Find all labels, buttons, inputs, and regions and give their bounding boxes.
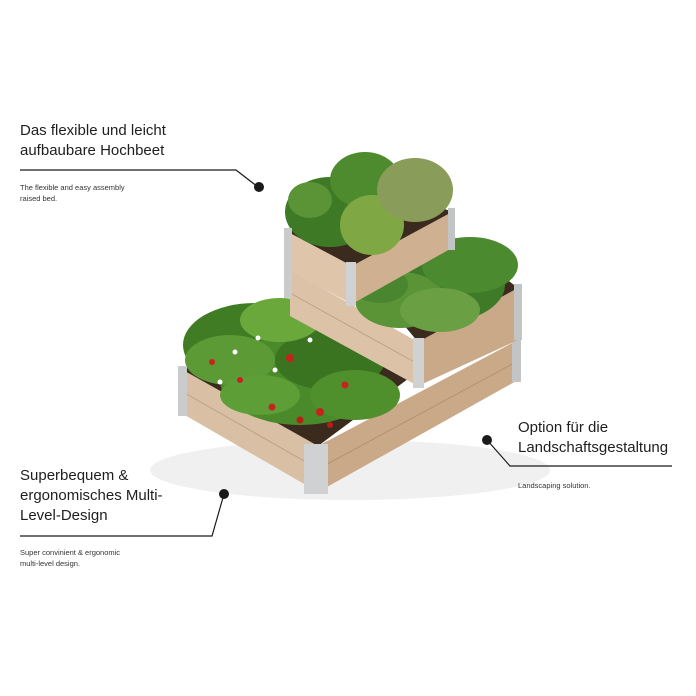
callout-sub-line: The flexible and easy assembly <box>20 183 125 192</box>
bed-top-left-panel <box>288 232 352 304</box>
callout-sub-line: Landscaping solution. <box>518 481 591 490</box>
herb-plants-top <box>285 152 453 255</box>
corner-bracket <box>178 366 187 416</box>
callout-title-line: Option für die <box>518 419 609 436</box>
callout-title-landscaping: Option für die Landschaftsgestaltung <box>518 418 668 458</box>
callout-sub-line: raised bed. <box>20 194 58 203</box>
callout-sub-line: multi-level design. <box>20 559 81 568</box>
callout-sub-line: Super convinient & ergonomic <box>20 548 121 557</box>
bed-low-front-panel <box>318 340 518 492</box>
callout-sub-landscaping: Landscaping solution. <box>518 480 591 491</box>
corner-bracket <box>346 262 356 306</box>
callout-line-top-left <box>20 169 264 192</box>
callout-title-line: Superbequem & <box>20 467 129 484</box>
callout-title-line: aufbaubare Hochbeet <box>20 142 165 159</box>
corner-bracket <box>284 228 292 298</box>
corner-bracket <box>304 444 328 494</box>
callout-title-line: Landschaftsgestaltung <box>518 439 669 456</box>
corner-bracket <box>514 284 522 340</box>
callout-title-line: Level-Design <box>20 507 108 524</box>
callout-line-bottom-left <box>20 489 229 537</box>
callout-title-flexible: Das flexible und leicht aufbaubare Hochb… <box>20 121 166 161</box>
corner-bracket <box>512 336 521 382</box>
callout-dot <box>482 435 492 445</box>
callout-dot <box>219 489 229 499</box>
callout-title-line: ergonomisches Multi- <box>20 487 163 504</box>
corner-bracket <box>448 208 455 250</box>
callout-sub-flexible: The flexible and easy assembly raised be… <box>20 182 125 204</box>
callout-sub-ergonomic: Super convinient & ergonomic multi-level… <box>20 547 120 569</box>
callout-title-ergonomic: Superbequem & ergonomisches Multi- Level… <box>20 466 163 526</box>
callout-line-right <box>482 435 672 467</box>
callout-title-line: Das flexible und leicht <box>20 122 166 139</box>
corner-bracket <box>413 338 424 388</box>
callout-dot <box>254 182 264 192</box>
